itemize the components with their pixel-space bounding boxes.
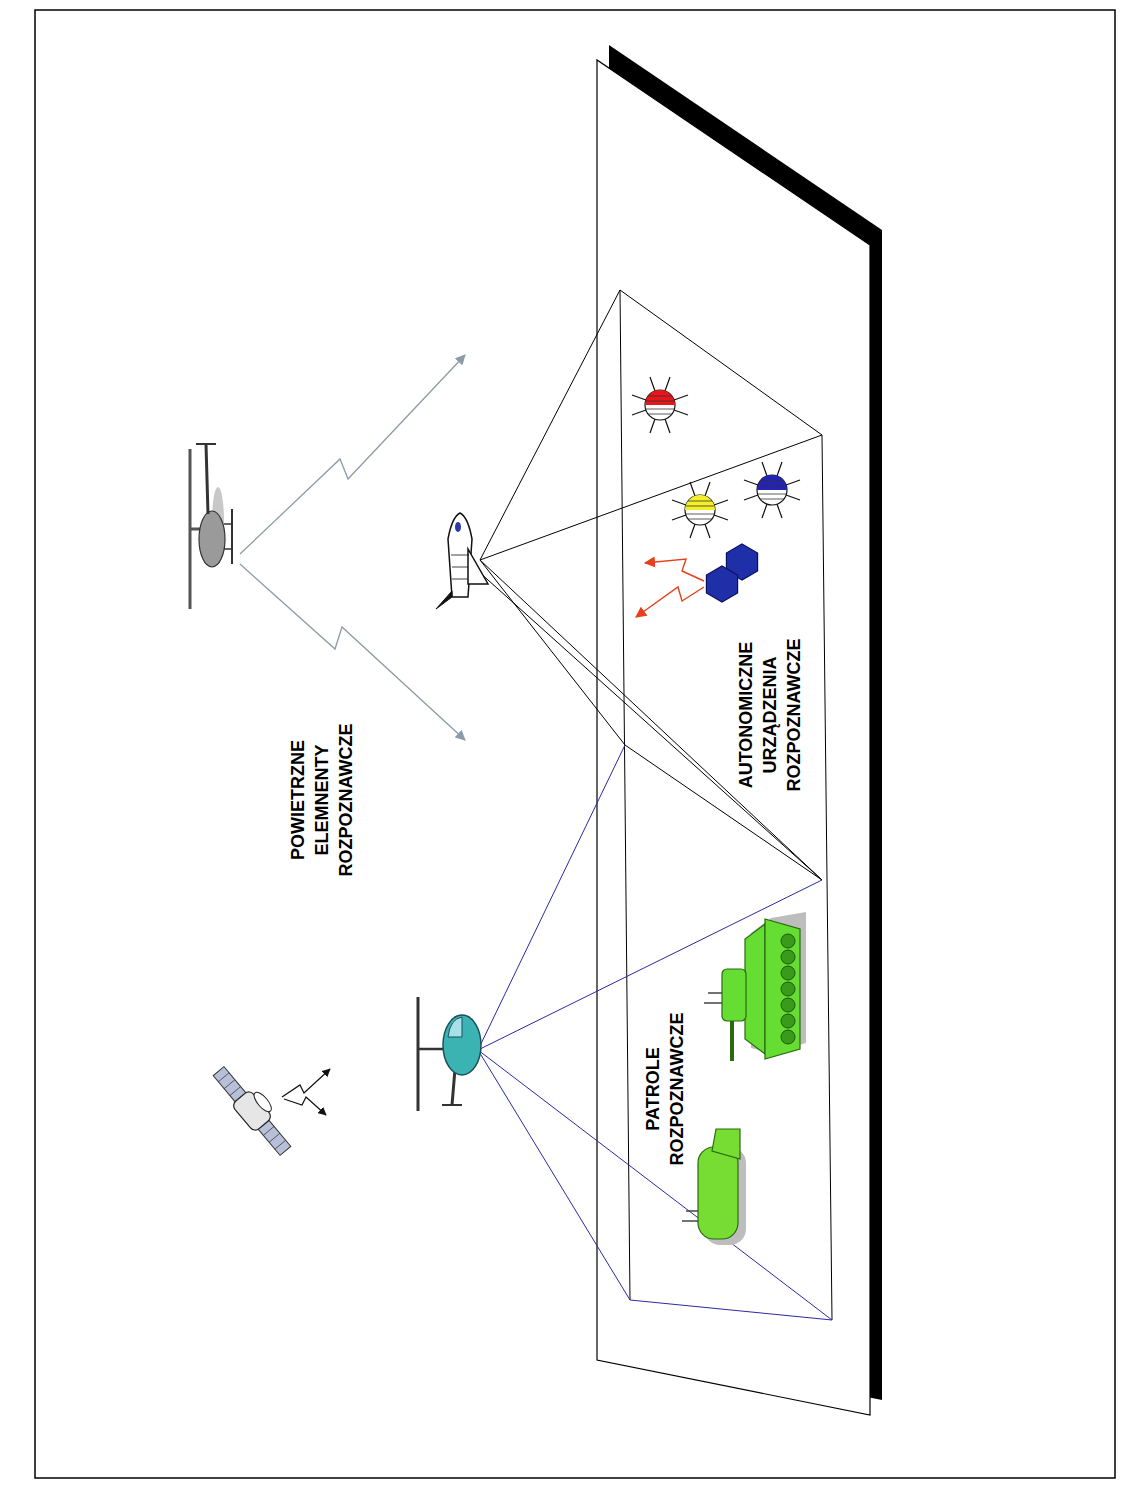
tail-rotor (196, 443, 216, 445)
rotor-mast (190, 528, 200, 531)
cone-line (480, 290, 620, 560)
signal-arrow (636, 587, 704, 617)
helicopter-view-cone (478, 745, 832, 1320)
wheel (781, 966, 795, 980)
helicopter-body (443, 1015, 481, 1075)
cone-line (478, 1050, 630, 1300)
tank-turret (722, 969, 746, 1021)
sensor-yellow (672, 482, 728, 538)
antenna (686, 1210, 698, 1212)
region-label: AUTONOMICZNE URZĄDZENIA ROZPOZNAWCZE (734, 636, 806, 795)
wheel (781, 982, 795, 996)
sensor-stripes (646, 396, 674, 414)
shuttle-panels (451, 555, 469, 579)
satellite (209, 1059, 300, 1159)
shuttle-wing (468, 549, 488, 584)
sensor-spikes (632, 377, 688, 433)
shuttle-view-cone (478, 290, 822, 880)
cone-line (480, 435, 822, 560)
region-line (822, 435, 832, 1320)
hexagon-sensor (706, 566, 737, 602)
wheel (781, 1014, 795, 1028)
tank-gun (730, 1021, 734, 1061)
region-line (620, 290, 630, 1300)
sensor-body (757, 475, 787, 505)
cockpit (448, 1017, 462, 1037)
region-line (630, 1300, 832, 1320)
sensor-body (645, 390, 675, 420)
antenna (704, 1002, 722, 1004)
sensor-color (757, 475, 787, 490)
region-label: PATROLE ROZPOZNAWCZE (641, 1010, 689, 1169)
recon-tank (704, 912, 806, 1061)
rotor-mast (418, 1048, 444, 1051)
wheel (781, 934, 795, 948)
recon-helicopter-teal (418, 997, 481, 1111)
sensor-stripes (686, 501, 714, 519)
skid-strut (224, 523, 232, 525)
sensor-stripes (758, 481, 786, 499)
helicopter-body (199, 511, 225, 567)
skid-strut (224, 548, 232, 550)
sensor-color (685, 495, 715, 510)
shuttle-tail (436, 591, 452, 609)
signal-arrow (240, 564, 465, 740)
recon-helicopter-grey (190, 444, 232, 609)
tank-wheels (781, 934, 795, 1044)
wheel (781, 998, 795, 1012)
signal-arrow (284, 1097, 326, 1115)
tail-boom (452, 1069, 455, 1105)
sensor-spikes (744, 462, 800, 518)
signal-arrow (240, 355, 465, 554)
cone-line (480, 560, 822, 880)
cone-line (478, 745, 625, 1050)
sensor-spikes (672, 482, 728, 538)
rotor (417, 997, 420, 1111)
region-label: POWIETRZNE ELEMNENTY ROZPOZNAWCZE (286, 721, 358, 880)
page-frame (35, 10, 1115, 1478)
wheel (781, 950, 795, 964)
recon-vehicle (682, 1129, 746, 1245)
space-shuttle (436, 513, 488, 609)
panel-grid (263, 1126, 285, 1149)
sensor-red (632, 377, 688, 433)
tail-rotor (442, 1104, 462, 1106)
antenna (708, 992, 722, 994)
cone-line (478, 571, 822, 880)
sensor-body (685, 495, 715, 525)
sensor-color (645, 390, 675, 405)
tail-boom (206, 444, 208, 514)
wheel (781, 1030, 795, 1044)
tank-hull (765, 919, 800, 1059)
satellite-dish (251, 1090, 274, 1115)
vehicle-body (698, 1147, 738, 1239)
vehicle-front (712, 1129, 740, 1159)
region-line (620, 290, 822, 435)
tank-upper-hull (745, 924, 765, 1054)
panel-grid (218, 1073, 240, 1096)
shuttle-window (455, 522, 461, 532)
antenna (682, 1220, 698, 1222)
skid (231, 509, 233, 564)
signal-arrow (282, 1069, 330, 1097)
sensor-blue (744, 462, 800, 518)
ground-plane (597, 60, 870, 1415)
signal-arrow (645, 559, 704, 581)
cone-line (480, 560, 625, 745)
